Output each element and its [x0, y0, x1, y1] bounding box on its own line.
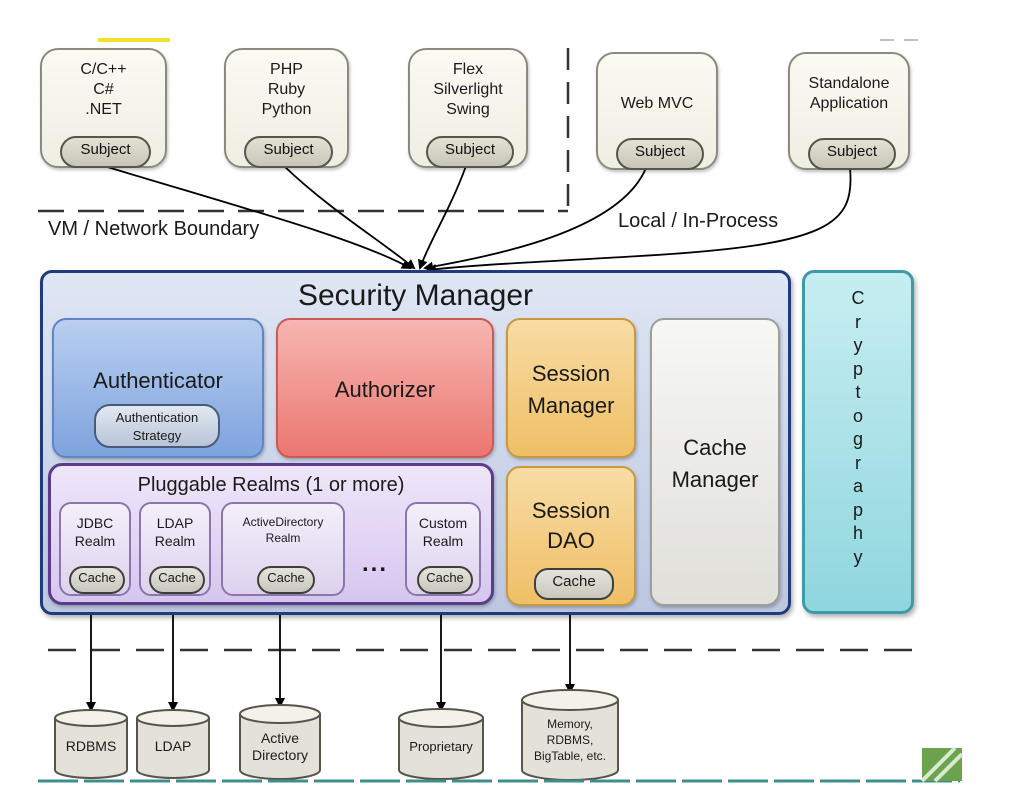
- crypto-letter: p: [852, 358, 863, 379]
- client-line: Standalone: [808, 75, 890, 92]
- vm-network-boundary-line: [38, 39, 920, 213]
- db-line: Memory,: [547, 717, 593, 731]
- client-line: Application: [809, 95, 889, 112]
- db-line: BigTable, etc.: [533, 749, 607, 763]
- crypto-letter: p: [852, 499, 863, 520]
- db-label-proprietary: Proprietary: [399, 738, 483, 755]
- crypto-letter: a: [852, 476, 863, 496]
- crypto-letter: y: [853, 546, 863, 567]
- crypto-letter: r: [855, 311, 861, 332]
- realm-jdbc: JDBC Realm Cache: [59, 502, 131, 596]
- authentication-strategy-pill: Authentication Strategy: [94, 404, 220, 448]
- realm-line: Custom: [418, 515, 468, 531]
- session-manager: Session Manager: [506, 318, 636, 458]
- session-manager-line: Manager: [527, 393, 615, 418]
- client-web-mvc: Web MVC Subject: [596, 52, 718, 170]
- session-manager-line: Session: [531, 361, 611, 386]
- realm-line: Realm: [154, 533, 196, 549]
- security-manager-title: Security Manager: [297, 279, 534, 312]
- realm-line: ActiveDirectory: [242, 515, 324, 529]
- client-line: C#: [93, 81, 114, 98]
- crypto-letter: h: [852, 523, 863, 543]
- session-dao-line: Session: [531, 498, 611, 523]
- client-line: Silverlight: [433, 81, 503, 98]
- db-label-memory: Memory, RDBMS, BigTable, etc.: [522, 716, 618, 764]
- realm-line: LDAP: [156, 515, 194, 531]
- crypto-letter: C: [851, 288, 865, 308]
- cache-manager: Cache Manager: [650, 318, 780, 606]
- subject-pill: Subject: [616, 138, 704, 170]
- realm-line: JDBC: [76, 515, 114, 531]
- crypto-letter: y: [853, 335, 863, 355]
- cryptography: C r y p t o g r a p h y: [802, 270, 914, 614]
- strategy-line: Strategy: [132, 428, 182, 443]
- realm-line: Realm: [265, 531, 301, 545]
- cache-pill: Cache: [149, 566, 205, 594]
- authorizer: Authorizer: [276, 318, 494, 458]
- client-line: Flex: [452, 61, 484, 78]
- cache-manager-line: Manager: [671, 467, 759, 492]
- realms-ellipsis: ...: [361, 550, 388, 577]
- cache-pill: Cache: [534, 568, 614, 600]
- session-dao: Session DAO Cache: [506, 466, 636, 606]
- cache-manager-line: Cache: [683, 435, 747, 460]
- client-line: Python: [261, 101, 312, 118]
- storage-arrows: [86, 598, 575, 712]
- corner-stripes: [920, 746, 964, 783]
- pluggable-realms-title: Pluggable Realms (1 or more): [137, 474, 405, 496]
- db-line: Proprietary: [409, 739, 473, 754]
- subject-pill: Subject: [426, 136, 514, 168]
- subject-pill: Subject: [60, 136, 151, 168]
- subject-pill: Subject: [244, 136, 333, 168]
- subject-arrows: [103, 165, 852, 275]
- subject-pill: Subject: [808, 138, 896, 170]
- db-rdbms: [54, 709, 128, 779]
- authorizer-label: Authorizer: [334, 377, 436, 402]
- db-line: LDAP: [154, 738, 192, 754]
- db-line: RDBMS: [65, 738, 117, 754]
- db-label-active-directory: Active Directory: [240, 730, 320, 764]
- pluggable-realms: Pluggable Realms (1 or more) JDBC Realm …: [48, 463, 494, 605]
- client-cpp-csharp-net: C/C++ C# .NET Subject: [40, 48, 167, 168]
- client-php-ruby-python: PHP Ruby Python Subject: [224, 48, 349, 168]
- crypto-letter: g: [852, 429, 863, 449]
- db-line: RDBMS,: [546, 733, 594, 747]
- crypto-letter: t: [855, 382, 861, 402]
- db-ldap: [136, 709, 210, 779]
- client-line: Web MVC: [620, 95, 694, 112]
- client-line: Ruby: [267, 81, 306, 98]
- realm-active-directory: ActiveDirectory Realm Cache: [221, 502, 345, 596]
- realm-ldap: LDAP Realm Cache: [139, 502, 211, 596]
- db-proprietary: [398, 708, 484, 780]
- vm-network-boundary-label: VM / Network Boundary: [48, 218, 260, 240]
- db-active-directory: [239, 704, 321, 780]
- client-line: PHP: [270, 61, 303, 78]
- client-line: Swing: [446, 101, 490, 118]
- client-standalone-application: Standalone Application Subject: [788, 52, 910, 170]
- db-label-ldap: LDAP: [137, 738, 209, 755]
- authenticator: Authenticator Authentication Strategy: [52, 318, 264, 458]
- db-line: Active: [260, 730, 300, 746]
- crypto-letter: r: [855, 452, 861, 473]
- client-line: .NET: [85, 101, 122, 118]
- strategy-line: Authentication: [115, 410, 199, 425]
- client-line: C/C++: [80, 61, 127, 78]
- db-line: Directory: [251, 747, 308, 763]
- authenticator-label: Authenticator: [93, 368, 223, 393]
- session-dao-line: DAO: [547, 528, 595, 553]
- client-flex-silverlight-swing: Flex Silverlight Swing Subject: [408, 48, 528, 168]
- highlight-mark: [98, 38, 170, 42]
- crypto-letter: o: [852, 405, 863, 426]
- cache-pill: Cache: [417, 566, 473, 594]
- realm-custom: Custom Realm Cache: [405, 502, 481, 596]
- db-label-rdbms: RDBMS: [55, 738, 127, 755]
- realm-line: Realm: [422, 533, 464, 549]
- cache-pill: Cache: [257, 566, 315, 594]
- cache-pill: Cache: [69, 566, 125, 594]
- realm-line: Realm: [74, 533, 116, 549]
- local-in-process-label: Local / In-Process: [618, 210, 779, 232]
